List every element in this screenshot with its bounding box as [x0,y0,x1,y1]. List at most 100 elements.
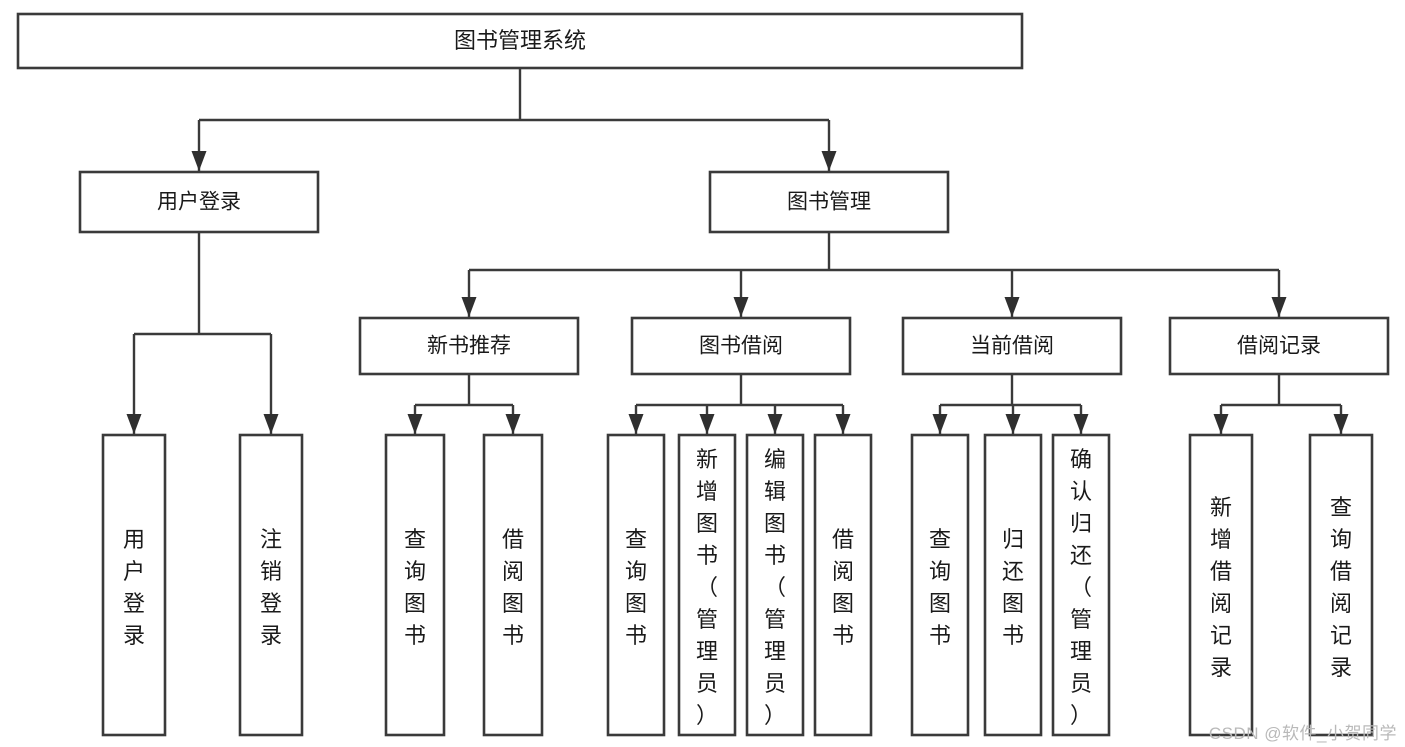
node-label-char: 员 [696,671,718,696]
csdn-watermark: CSDN @软件_小贺同学 [1208,724,1397,743]
node-label: 图书借阅 [699,335,783,358]
node-label-char: 图 [1002,591,1024,616]
node-label-char: 图 [764,511,786,536]
node-label-char: 管 [764,607,786,632]
node-box [1051,433,1111,737]
node-label-char: 理 [764,639,786,664]
node-label-char: 归 [1002,527,1024,552]
node-label-char: 书 [404,623,426,648]
node-label-char: （ [696,575,718,600]
node-label-char: 新 [696,447,718,472]
node-label-char: 阅 [502,559,524,584]
book-mgmt-to-level2-arrow-0 [461,297,477,317]
node-label-char: 书 [696,543,718,568]
node-label: 新书推荐 [427,335,511,358]
node-label-char: 借 [1330,559,1352,584]
node-label-char: 图 [404,591,426,616]
node-label-char: 阅 [1210,591,1232,616]
node-label-char: 编 [764,447,786,472]
node-level2-2[interactable]: 当前借阅 [901,316,1123,376]
node-label-char: 询 [404,559,426,584]
node-label-char: 阅 [832,559,854,584]
node-label-char: 图 [625,591,647,616]
node-box [708,170,950,234]
node-label-char: ） [1070,703,1092,728]
node-label-char: 书 [832,623,854,648]
node-box [384,433,446,737]
leafgroup-0-arrow-1 [263,414,279,434]
node-box [1308,433,1374,737]
node-label-char: 录 [123,623,145,648]
node-label-char: 书 [502,623,524,648]
node-label-char: 查 [404,527,426,552]
node-level2-1[interactable]: 图书借阅 [630,316,852,376]
node-label-char: 还 [1070,543,1092,568]
node-level2-3[interactable]: 借阅记录 [1168,316,1390,376]
node-label-char: 查 [929,527,951,552]
node-root-0[interactable]: 图书管理系统 [16,12,1024,70]
node-label-char: 借 [832,527,854,552]
node-label-char: 图 [832,591,854,616]
book-mgmt-to-level2-arrow-3 [1271,297,1287,317]
node-label-char: ） [764,703,786,728]
node-leaf-0[interactable]: 用户登录 [101,433,167,737]
node-box [482,433,544,737]
node-label-char: 辑 [764,479,786,504]
node-box [78,170,320,234]
leafgroup-1-arrow-0 [407,414,423,434]
node-label-char: 图 [929,591,951,616]
node-level1-0[interactable]: 用户登录 [78,170,320,234]
node-box [677,433,737,737]
node-box [16,12,1024,70]
leafgroup-3-arrow-2 [1073,414,1089,434]
node-label-char: （ [764,575,786,600]
node-label-char: 员 [1070,671,1092,696]
node-box [745,433,805,737]
node-label-char: 录 [1210,655,1232,680]
node-label-char: 归 [1070,511,1092,536]
node-box [901,316,1123,376]
node-box [1188,433,1254,737]
leafgroup-2-arrow-2 [767,414,783,434]
leafgroup-3-arrow-1 [1005,414,1021,434]
node-label: 用户登录 [157,191,241,214]
node-label-char: 借 [502,527,524,552]
node-level2-0[interactable]: 新书推荐 [358,316,580,376]
node-label-char: 注 [260,527,282,552]
node-label-char: 管 [696,607,718,632]
node-label-char: 查 [1330,495,1352,520]
node-label-char: 记 [1210,623,1232,648]
node-label-char: （ [1070,575,1092,600]
node-label-char: 查 [625,527,647,552]
node-level1-1[interactable]: 图书管理 [708,170,950,234]
node-label-char: 图 [696,511,718,536]
node-label-char: 记 [1330,623,1352,648]
node-label: 图书管理系统 [454,28,586,53]
node-label-char: 询 [625,559,647,584]
node-box [358,316,580,376]
leafgroup-3-arrow-0 [932,414,948,434]
node-label-char: ） [696,703,718,728]
node-box [1168,316,1390,376]
node-label-char: 登 [260,591,282,616]
leafgroup-2-arrow-1 [699,414,715,434]
connectors-layer [126,68,1349,434]
node-label-char: 书 [764,543,786,568]
leafgroup-2-arrow-3 [835,414,851,434]
node-label-char: 理 [1070,639,1092,664]
leafgroup-2-arrow-0 [628,414,644,434]
node-box [910,433,970,737]
